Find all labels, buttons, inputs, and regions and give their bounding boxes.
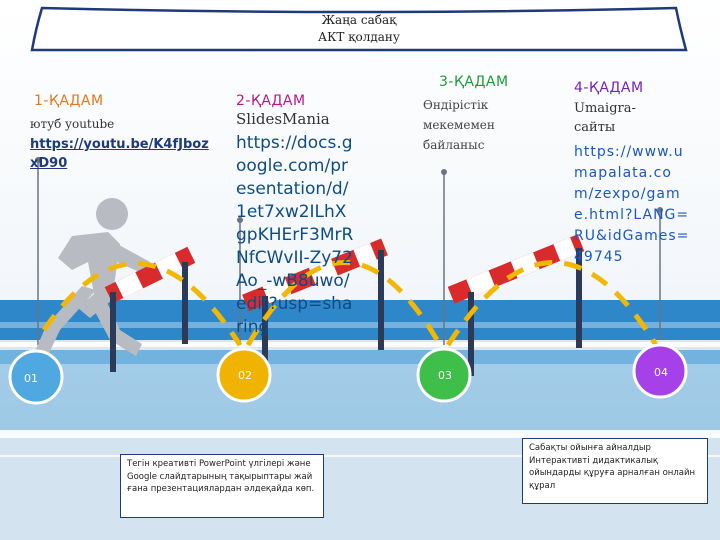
- note-left: Тегін креативті PowerPoint үлгілері және…: [120, 454, 324, 518]
- step-marker-2: [216, 347, 272, 403]
- step-4-text: Umaigra-сайты: [574, 101, 636, 135]
- step-1-link[interactable]: https://youtu.be/K4fJboz xD90: [30, 137, 209, 171]
- hurdle-icon: [242, 238, 388, 380]
- marker-label-1: 01: [24, 372, 38, 385]
- step-2-link[interactable]: https://docs.google.com/presentation/d/1…: [236, 133, 354, 337]
- step-4-title: 4-ҚАДАМ: [574, 80, 644, 96]
- note-right: Сабақты ойынға айналдыр Интерактивті дид…: [522, 438, 708, 504]
- step-1-text: ютуб youtube: [30, 117, 115, 131]
- step-marker-3: [416, 347, 472, 403]
- marker-label-3: 03: [438, 369, 452, 382]
- step-4-link[interactable]: https://www.umapalata.com/zexpo/game.htm…: [574, 144, 690, 265]
- step-3-title: 3-ҚАДАМ: [439, 74, 509, 90]
- progress-arcs: [41, 260, 659, 347]
- marker-label-2: 02: [238, 369, 252, 382]
- step-1-title: 1-ҚАДАМ: [34, 93, 104, 109]
- step-marker-4: [632, 343, 688, 399]
- hurdle-icon: [104, 246, 196, 372]
- hurdle-icon: [447, 234, 585, 376]
- marker-label-4: 04: [654, 366, 668, 379]
- step-3-text: Өндірістік мекемемен байланыс: [423, 98, 495, 152]
- title-banner: Жаңа сабақ АКТ қолдану: [28, 4, 690, 52]
- step-marker-1: [8, 349, 64, 405]
- banner-line-1: Жаңа сабақ: [321, 13, 397, 27]
- step-2-text: SlidesMania: [236, 110, 330, 128]
- step-2-title: 2-ҚАДАМ: [236, 93, 306, 109]
- banner-line-2: АКТ қолдану: [318, 30, 400, 44]
